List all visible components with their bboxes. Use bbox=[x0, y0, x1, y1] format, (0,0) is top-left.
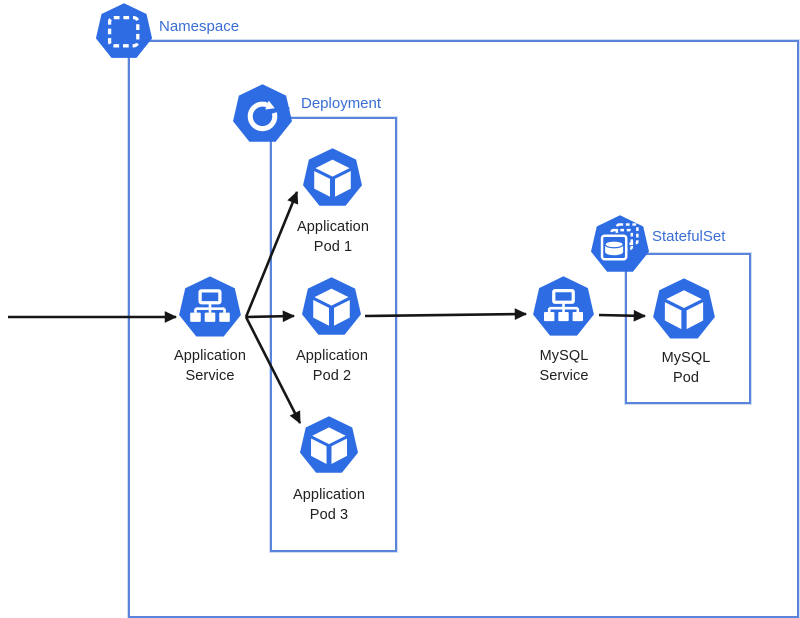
app-pod-1-label-line1: Application bbox=[296, 219, 370, 235]
statefulset-label: StatefulSet bbox=[652, 228, 726, 245]
app-pod-2-icon bbox=[300, 276, 363, 339]
app-pod-1-label-line2: Pod 1 bbox=[313, 239, 353, 255]
statefulset-box bbox=[625, 253, 751, 404]
app-pod-1-label: Application Pod 1 bbox=[263, 217, 403, 257]
mysql-service-label-line1: MySQL bbox=[539, 348, 589, 364]
namespace-label: Namespace bbox=[159, 18, 240, 35]
app-pod-3-icon bbox=[298, 415, 360, 477]
deployment-label: Deployment bbox=[301, 95, 382, 112]
statefulset-icon bbox=[589, 214, 651, 276]
mysql-service-label-line2: Service bbox=[539, 368, 589, 384]
mysql-pod-label: MySQL Pod bbox=[616, 348, 756, 388]
namespace-box bbox=[128, 40, 799, 618]
app-pod-1-icon bbox=[301, 147, 364, 210]
mysql-service-label: MySQL Service bbox=[494, 346, 634, 386]
app-pod-3-label-line2: Pod 3 bbox=[309, 507, 349, 523]
app-service-label: Application Service bbox=[140, 346, 280, 386]
app-pod-2-label-line2: Pod 2 bbox=[312, 368, 352, 384]
mysql-pod-label-line1: MySQL bbox=[661, 350, 711, 366]
mysql-pod-icon bbox=[651, 277, 717, 343]
mysql-pod-label-line2: Pod bbox=[672, 370, 700, 386]
app-pod-2-label: Application Pod 2 bbox=[262, 346, 402, 386]
app-service-icon bbox=[177, 275, 243, 341]
app-pod-3-label: Application Pod 3 bbox=[259, 485, 399, 525]
app-pod-3-label-line1: Application bbox=[292, 487, 366, 503]
app-service-label-line2: Service bbox=[185, 368, 235, 384]
mysql-service-icon bbox=[531, 275, 596, 340]
deployment-icon bbox=[231, 83, 294, 146]
app-pod-2-label-line1: Application bbox=[295, 348, 369, 364]
namespace-icon bbox=[94, 2, 154, 62]
app-service-label-line1: Application bbox=[173, 348, 247, 364]
